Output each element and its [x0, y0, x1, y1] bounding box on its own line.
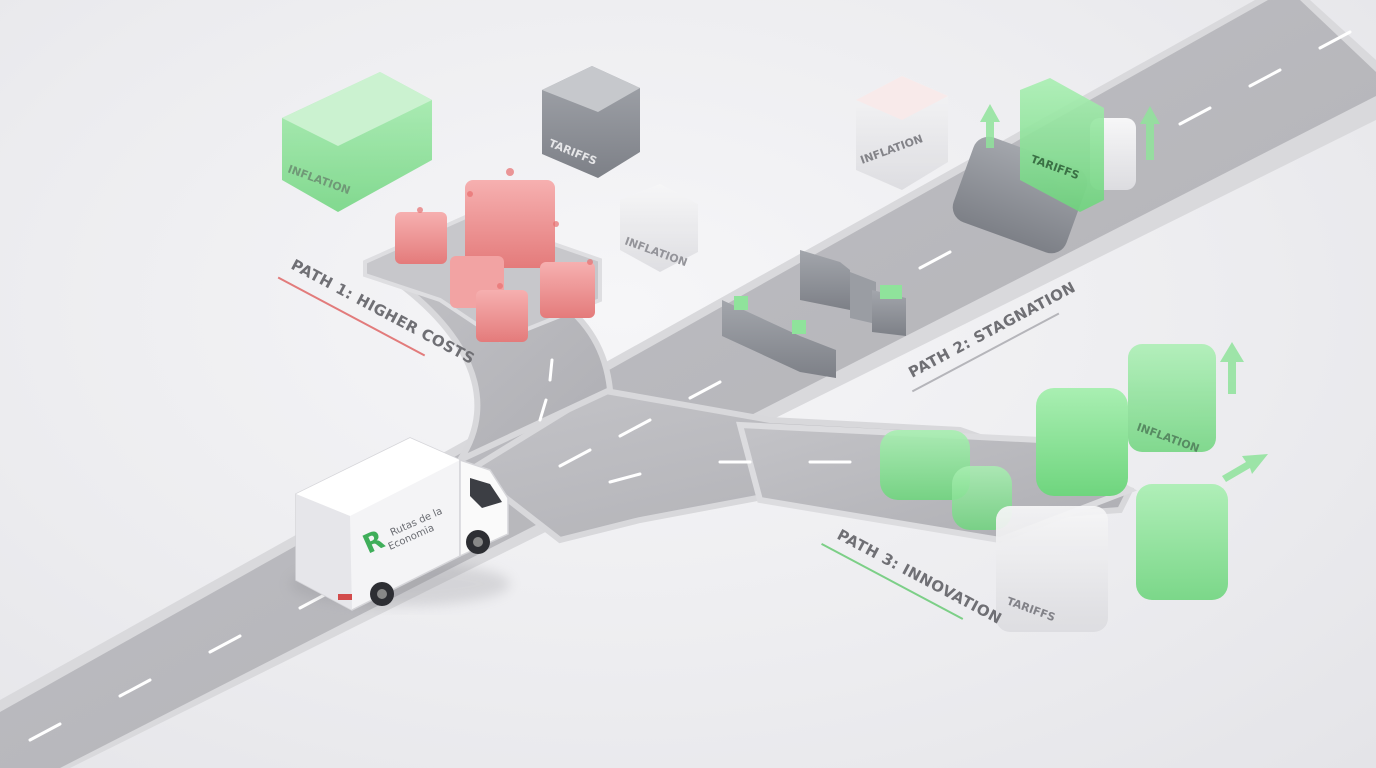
barrier — [850, 272, 876, 324]
delivery-truck: R Rutas de la Economia — [290, 437, 510, 611]
truck-taillight — [338, 594, 352, 600]
inflation-cube-green-bottom: INFLATION — [1128, 344, 1216, 455]
barrier — [800, 250, 850, 310]
tariffs-cube-gray: TARIFFS — [542, 66, 640, 178]
arrow-up-icon — [1220, 342, 1244, 394]
path2-underline — [911, 312, 1060, 393]
truck-cargo-roof — [296, 438, 460, 516]
spiky-cube — [540, 262, 595, 318]
spiky-cube-large — [465, 180, 555, 268]
innovation-cube-large — [1036, 388, 1128, 496]
spiky-cube — [395, 212, 447, 264]
arrow-up-icon — [980, 104, 1000, 148]
inflation-cube-green-left: INFLATION — [282, 72, 432, 212]
innovation-cube — [880, 430, 970, 500]
spiky-cube — [476, 290, 528, 342]
innovation-cube-floating — [1136, 484, 1228, 600]
inflation-cube-white-right: INFLATION — [856, 76, 948, 190]
arrow-up-right-icon — [1222, 454, 1268, 482]
path3-innovation-cubes — [880, 388, 1228, 600]
inflation-cube-small: INFLATION — [620, 184, 698, 272]
path3-underline — [821, 543, 964, 620]
barrier-light — [880, 285, 902, 299]
lane-markings — [28, 30, 1352, 742]
path3-label-text: PATH 3: INNOVATION — [834, 526, 1005, 628]
barrier-light — [734, 296, 748, 310]
path1-cost-cubes — [395, 168, 595, 342]
growth-arrows — [980, 104, 1268, 482]
tariffs-cube-green: TARIFFS — [1020, 78, 1104, 212]
barrier-light — [792, 320, 806, 334]
path1-underline — [277, 276, 426, 357]
innovation-cube — [952, 466, 1012, 530]
arrow-up-icon — [1140, 106, 1160, 160]
barrier — [722, 300, 836, 378]
barrier — [872, 290, 906, 336]
truck-rear — [296, 494, 352, 610]
truck-windshield — [470, 478, 502, 508]
tariffs-cube-white: TARIFFS — [996, 506, 1108, 632]
